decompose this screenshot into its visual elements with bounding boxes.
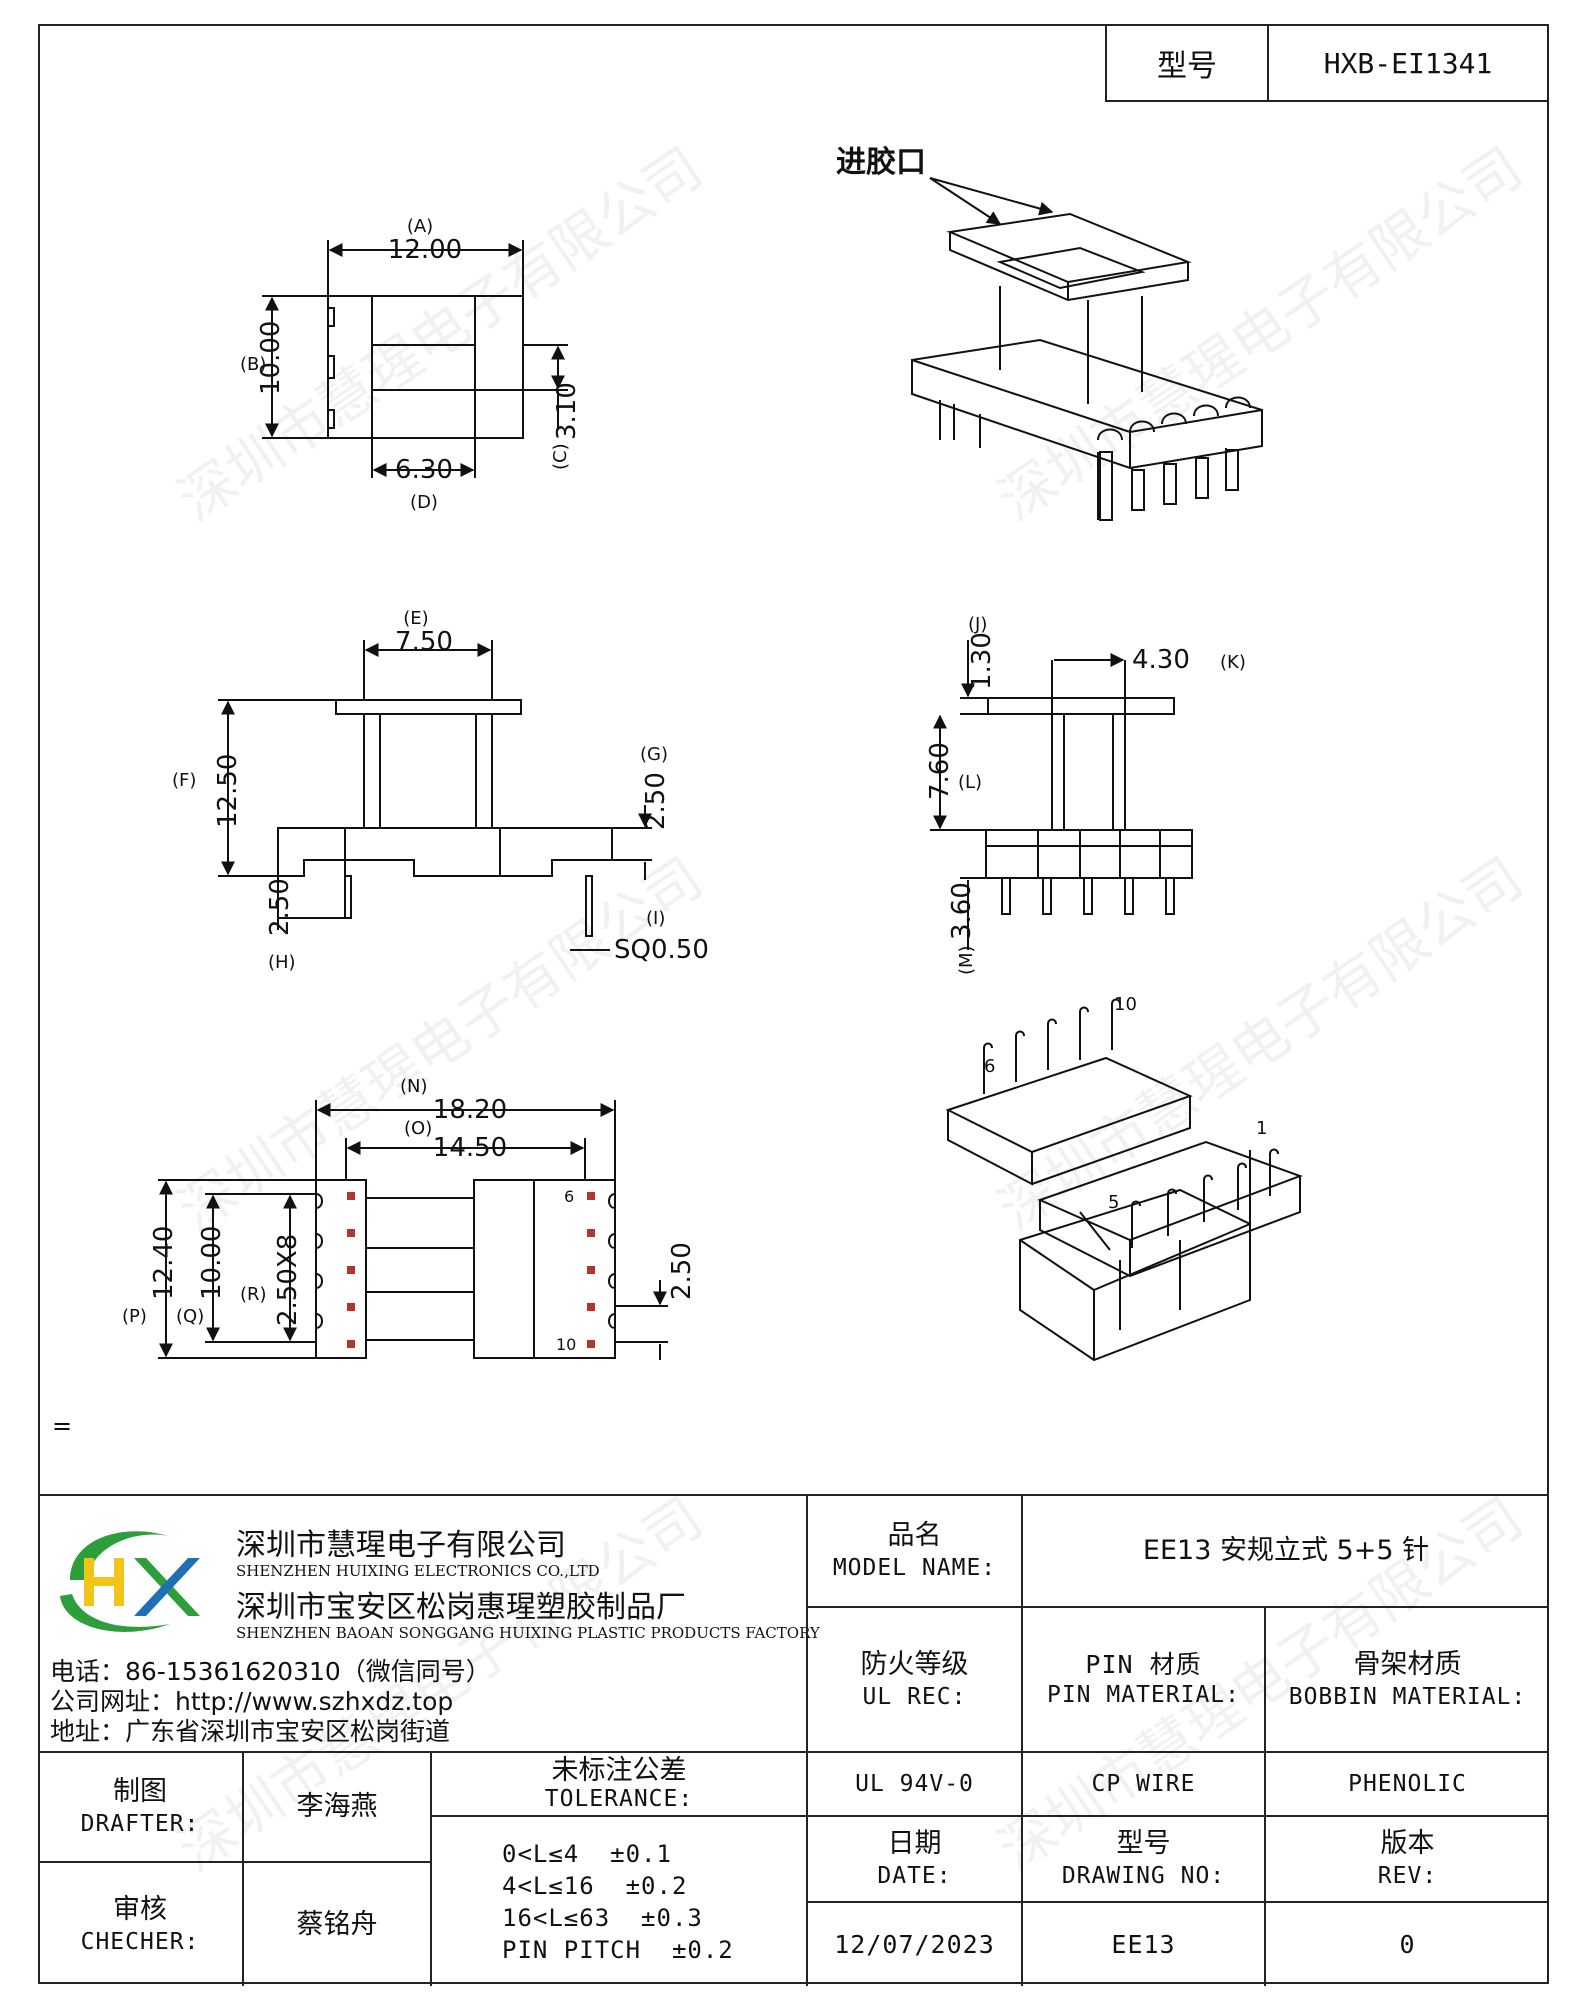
top-view [262,240,568,478]
model-label: 型号 [1107,26,1269,100]
model-name-value: EE13 安规立式 5+5 针 [1021,1496,1549,1606]
company-logo [60,1531,200,1632]
rev-value: 0 [1264,1901,1549,1986]
dim-letter-q: (Q) [176,1306,204,1327]
bobbin-value: PHENOLIC [1264,1751,1549,1815]
isometric-view-bottom [945,998,1303,1362]
pin-material-label: PIN 材质 PIN MATERIAL: [1021,1606,1264,1751]
drafter-label: 制图 DRAFTER: [38,1751,242,1861]
address-line: 地址：广东省深圳市宝安区松岗街道 [50,1717,451,1746]
pin-number-6-iso: 6 [984,1056,995,1077]
dim-j: 1.30 [967,632,997,690]
pin-number-10: 10 [556,1335,576,1354]
pin-number-1: 1 [1256,1118,1267,1139]
drawing-no-label: 型号 DRAWING NO: [1021,1815,1264,1901]
side-view [218,640,652,951]
dim-a: 12.00 [388,235,462,265]
dim-k: 4.30 [1132,645,1190,675]
factory-cn: 深圳市宝安区松岗惠瑆塑胶制品厂 [236,1590,686,1625]
tolerance-label: 未标注公差 TOLERANCE: [430,1751,806,1815]
dim-letter-c: (C) [550,443,571,470]
ul-value: UL 94V-0 [806,1751,1021,1815]
bottom-view [158,1100,668,1360]
technical-drawing: (A) 12.00 (B) 10.00 3.10 (C) 6.30 (D) (E… [122,145,1303,1362]
model-value: HXB-EI1341 [1323,46,1493,80]
dim-c: 3.10 [552,382,582,440]
dim-letter-a: (A) [407,216,433,237]
pin-value: CP WIRE [1021,1751,1264,1815]
dim-d: 6.30 [395,455,453,485]
dim-m: 3.60 [947,882,977,940]
tolerance-list: 0<L≤4 ±0.1 4<L≤16 ±0.2 16<L≤63 ±0.3 PIN … [430,1815,806,1986]
dim-q: 10.00 [197,1226,227,1300]
dim-n: 18.20 [433,1095,507,1125]
checker-label: 审核 CHECHER: [38,1861,242,1986]
checker-name: 蔡铭舟 [242,1861,430,1986]
dim-g: 2.50 [641,772,671,830]
dim-b: 10.00 [256,321,286,395]
factory-en: SHENZHEN BAOAN SONGGANG HUIXING PLASTIC … [236,1624,820,1642]
dim-letter-o: (O) [404,1118,432,1139]
dim-letter-k: (K) [1220,652,1246,673]
dim-i: SQ0.50 [614,935,709,965]
dim-o: 14.50 [433,1133,507,1163]
company-info: 深圳市慧瑆电子有限公司 SHENZHEN HUIXING ELECTRONICS… [38,1496,820,1751]
dim-letter-j: (J) [968,614,987,635]
website-line: 公司网址：http://www.szhxdz.top [50,1687,454,1716]
dim-letter-g: (G) [640,744,668,765]
dim-letter-m: (M) [956,945,977,975]
model-name-label: 品名 MODEL NAME: [806,1496,1021,1606]
dim-h: 2.50 [265,878,295,936]
dim-f: 12.50 [213,754,243,828]
dim-e: 7.50 [395,627,453,657]
drafter-name: 李海燕 [242,1751,430,1861]
drawing-no-value: EE13 [1021,1901,1264,1986]
dim-l: 7.60 [925,742,955,800]
dim-letter-f: (F) [172,770,196,791]
dim-r: 2.50X8 [273,1234,303,1326]
company-cn: 深圳市慧瑆电子有限公司 [236,1528,566,1563]
dim-letter-d: (D) [410,492,438,513]
gate-label: 进胶口 [836,145,926,180]
drawing-frame [38,24,1549,1984]
right-side-view [930,640,1193,950]
ul-label: 防火等级 UL REC: [806,1606,1021,1751]
pin-number-5: 5 [1108,1192,1119,1213]
date-label: 日期 DATE: [806,1815,1021,1901]
bobbin-material-label: 骨架材质 BOBBIN MATERIAL: [1264,1606,1549,1751]
isometric-view-top [911,177,1263,521]
company-en: SHENZHEN HUIXING ELECTRONICS CO.,LTD [236,1562,600,1580]
dim-p: 12.40 [149,1226,179,1300]
dim-letter-i: (I) [646,908,665,929]
dim-letter-l: (L) [958,772,982,793]
dim-letter-e: (E) [403,608,428,629]
rev-label: 版本 REV: [1264,1815,1549,1901]
eq-mark: = [52,1412,73,1440]
title-block: 深圳市慧瑆电子有限公司 SHENZHEN HUIXING ELECTRONICS… [38,1494,1549,1986]
pin-number-10-iso: 10 [1114,994,1137,1015]
dim-letter-p: (P) [122,1306,147,1327]
dim-letter-h: (H) [268,952,296,973]
dim-letter-b: (B) [240,354,266,375]
pin-number-6: 6 [564,1187,574,1206]
model-number-box: 型号 HXB-EI1341 [1105,24,1549,102]
dim-letter-r: (R) [240,1284,267,1305]
dim-letter-n: (N) [400,1076,428,1097]
date-value: 12/07/2023 [806,1901,1021,1986]
dim-pitch: 2.50 [667,1242,697,1300]
pin-markers [347,1192,595,1348]
phone-line: 电话：86-15361620310（微信同号） [50,1657,491,1686]
